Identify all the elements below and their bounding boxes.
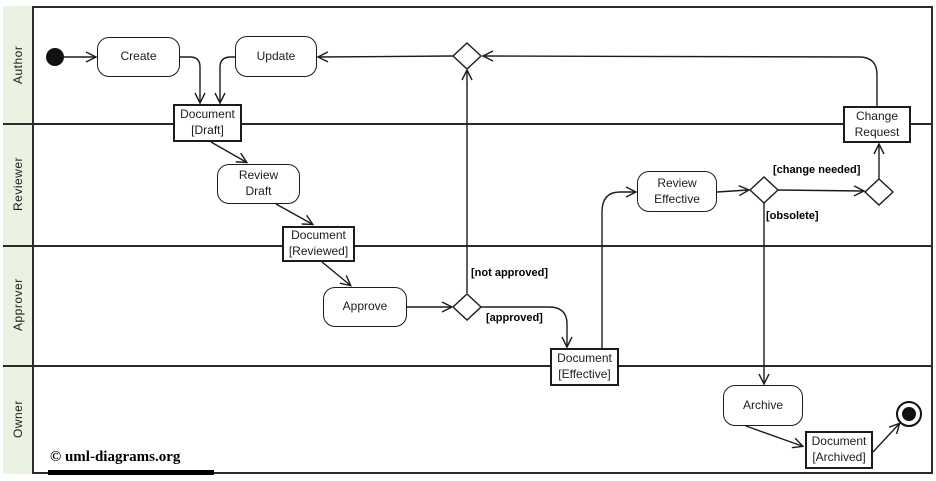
merge-node-change-request xyxy=(863,178,895,206)
swimlane-header-column xyxy=(3,6,34,474)
edge-document-reviewed-to-approve xyxy=(321,261,352,287)
guard-obsolete: [obsolete] xyxy=(766,210,819,222)
initial-node xyxy=(46,48,64,66)
object-change-request-label: Change Request xyxy=(854,108,900,139)
action-archive-label: Archive xyxy=(742,397,783,412)
edge-update-to-document-draft xyxy=(214,56,235,105)
decision-node-reviewer xyxy=(748,176,780,204)
edge-document-archived-to-final xyxy=(872,422,901,453)
object-document-effective: Document [Effective] xyxy=(550,348,619,386)
action-review-draft-label: Review Draft xyxy=(238,168,279,198)
edge-document-effective-to-review-effective xyxy=(601,186,638,348)
edge-merge-top-to-update xyxy=(316,51,454,63)
action-create-label: Create xyxy=(120,49,157,64)
guard-approved: [approved] xyxy=(486,312,543,324)
edge-document-draft-to-review-draft xyxy=(210,141,249,164)
object-document-reviewed: Document [Reviewed] xyxy=(282,226,355,262)
copyright-text: © uml-diagrams.org xyxy=(50,449,181,465)
object-document-reviewed-label: Document [Reviewed] xyxy=(288,228,349,258)
action-review-draft: Review Draft xyxy=(217,164,300,204)
edge-create-to-document-draft xyxy=(180,56,206,105)
edge-change-request-to-merge-top xyxy=(481,50,878,106)
copyright-underline xyxy=(48,470,214,475)
action-update: Update xyxy=(235,36,317,77)
action-approve-label: Approve xyxy=(342,299,388,314)
action-review-effective-label: Review Effective xyxy=(654,175,700,206)
object-document-archived: Document [Archived] xyxy=(805,431,873,469)
lane-divider-author-reviewer xyxy=(3,123,933,125)
lane-divider-reviewer-approver xyxy=(3,245,933,247)
action-approve: Approve xyxy=(323,287,407,327)
object-change-request: Change Request xyxy=(843,106,911,143)
action-archive: Archive xyxy=(723,385,803,426)
action-review-effective: Review Effective xyxy=(637,171,717,212)
lane-divider-approver-owner xyxy=(3,365,933,367)
edge-change-needed-to-merge xyxy=(777,185,866,197)
action-create: Create xyxy=(97,37,180,77)
decision-node-approver xyxy=(451,293,483,321)
object-document-archived-label: Document [Archived] xyxy=(811,434,867,464)
object-document-draft-label: Document [Draft] xyxy=(180,107,235,137)
edge-review-effective-to-decision xyxy=(716,184,751,197)
edge-archive-to-document-archived xyxy=(745,425,805,449)
edge-review-draft-to-document-reviewed xyxy=(275,203,315,226)
edge-decision-approved-to-document-effective xyxy=(481,306,573,349)
guard-not-approved: [not approved] xyxy=(471,267,548,279)
merge-node-top xyxy=(451,42,483,70)
object-document-effective-label: Document [Effective] xyxy=(557,351,612,381)
final-node xyxy=(896,401,922,427)
guard-change-needed: [change needed] xyxy=(773,164,861,176)
object-document-draft: Document [Draft] xyxy=(173,104,242,142)
final-node-dot xyxy=(902,407,916,421)
action-update-label: Update xyxy=(256,48,296,63)
